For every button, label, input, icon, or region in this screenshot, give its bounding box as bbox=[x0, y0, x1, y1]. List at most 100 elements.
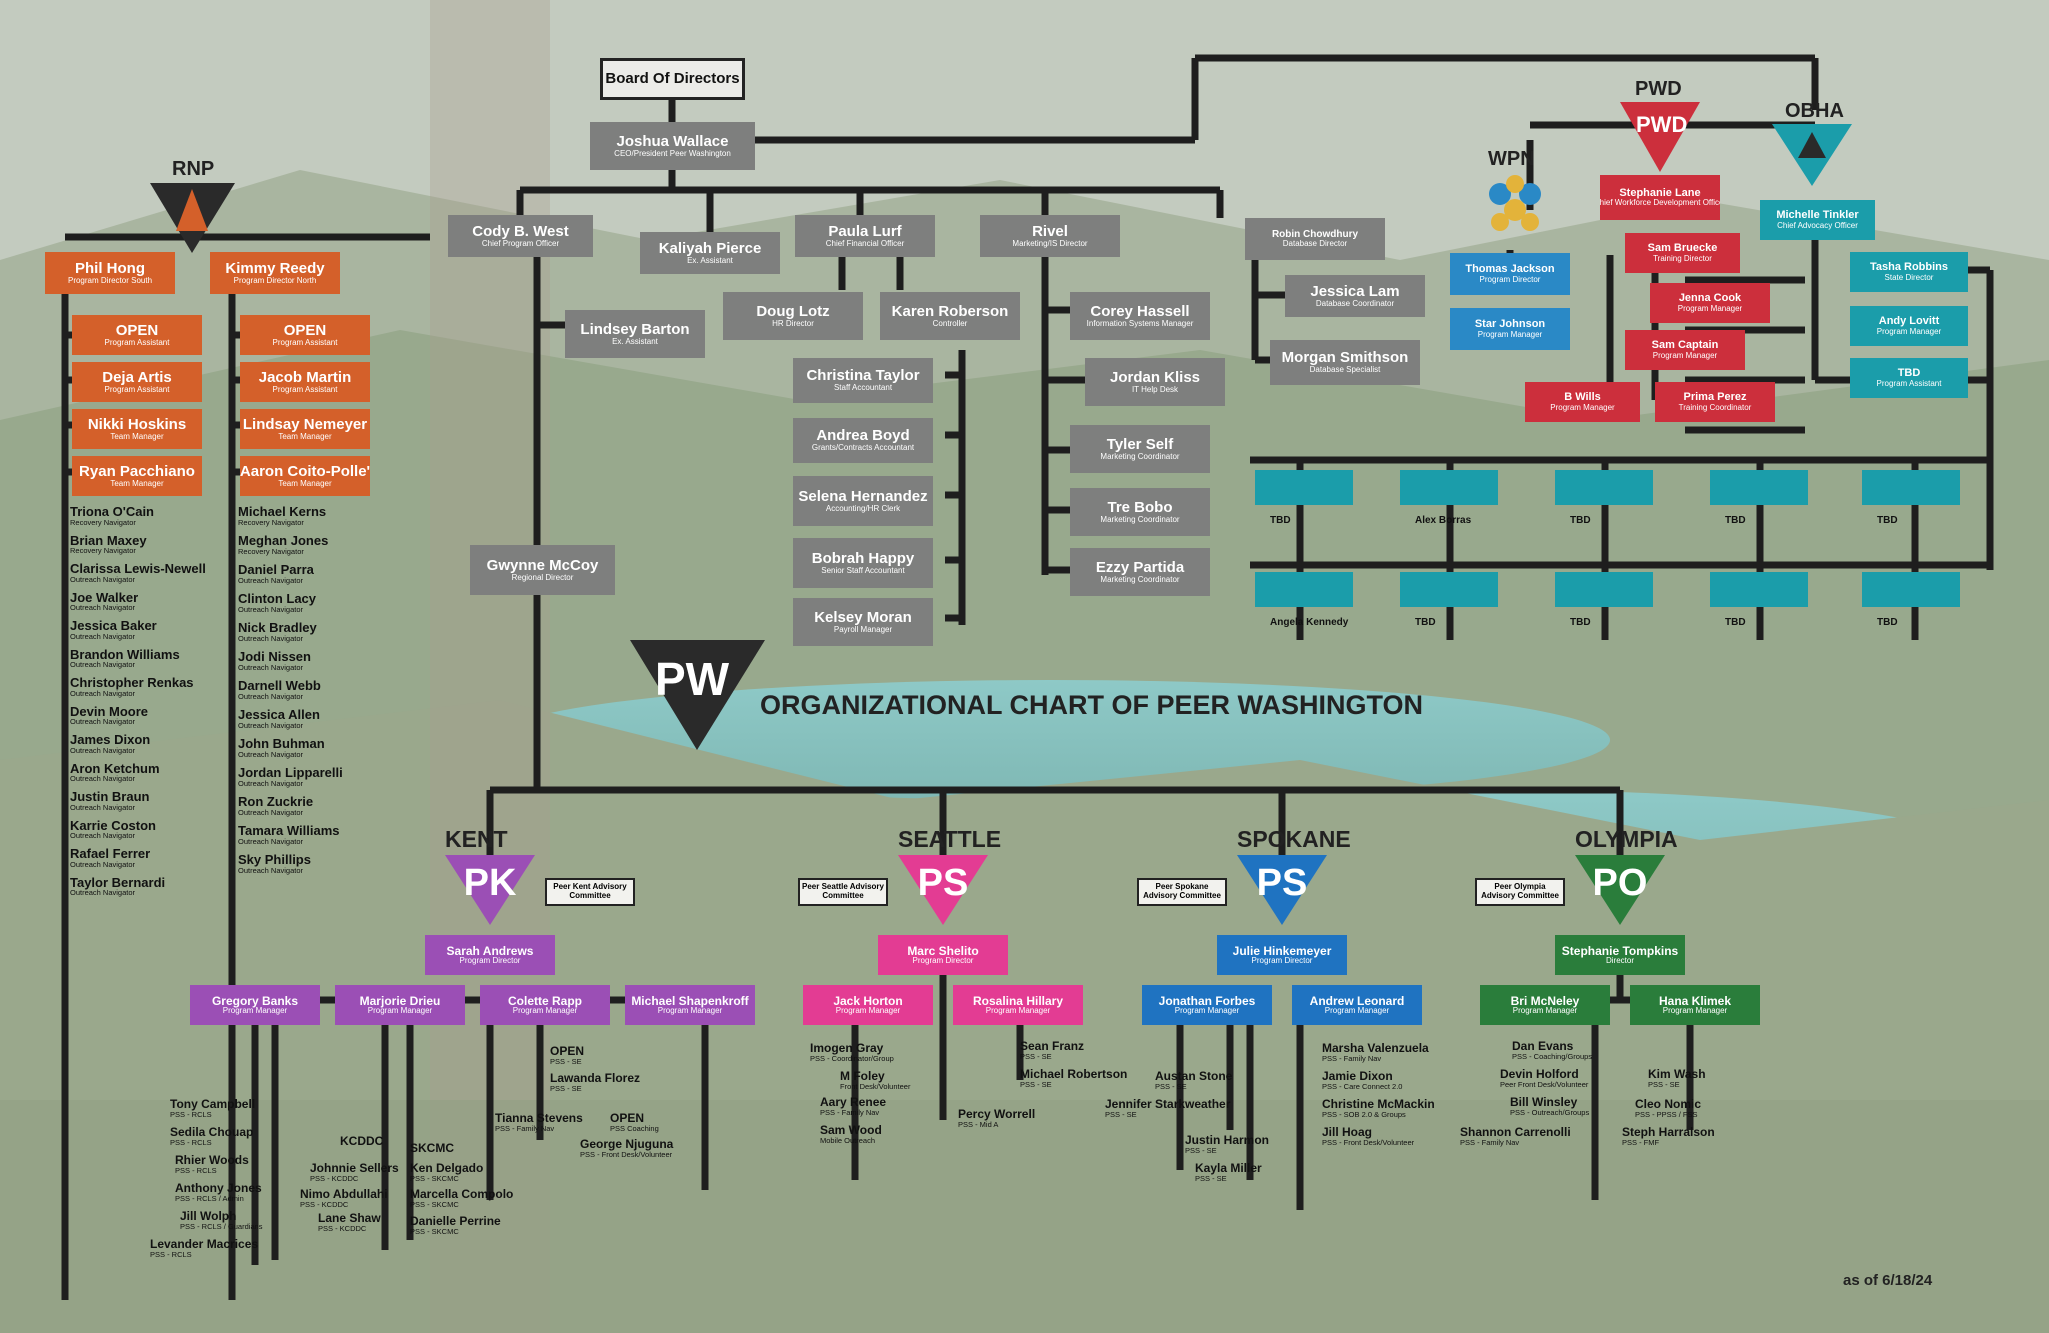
region-logo-icon-olympia bbox=[1575, 855, 1665, 925]
rnp-label: RNP bbox=[172, 158, 215, 180]
advocacy-box-r2-1 bbox=[1255, 572, 1353, 607]
advocacy-label-r2-3: TBD bbox=[1570, 617, 1591, 628]
region-logo-text-kent: PK bbox=[463, 862, 517, 904]
advocacy-label-r2-4: TBD bbox=[1725, 617, 1746, 628]
advocacy-label-r1-2: Alex Borras bbox=[1415, 515, 1472, 526]
advocacy-box-r1-1 bbox=[1255, 470, 1353, 505]
region-label-olympia: OLYMPIA bbox=[1575, 826, 1678, 852]
advisory-committee-seattle: Peer Seattle Advisory Committee bbox=[798, 878, 888, 906]
pw-logo-icon bbox=[630, 640, 765, 750]
region-label-seattle: SEATTLE bbox=[898, 826, 1002, 852]
region-logo-icon-seattle bbox=[898, 855, 988, 925]
advocacy-box-r2-3 bbox=[1555, 572, 1653, 607]
pwd-label: PWD bbox=[1635, 78, 1682, 100]
advocacy-label-r2-2: TBD bbox=[1415, 617, 1436, 628]
obha-label: OBHA bbox=[1785, 100, 1844, 122]
advocacy-label-r1-5: TBD bbox=[1877, 515, 1898, 526]
advocacy-label-r1-1: TBD bbox=[1270, 515, 1291, 526]
as-of-date: as of 6/18/24 bbox=[1843, 1272, 1933, 1289]
obha-logo-icon bbox=[1772, 124, 1852, 186]
advisory-committee-kent: Peer Kent Advisory Committee bbox=[545, 878, 635, 906]
advisory-committee-spokane: Peer Spokane Advisory Committee bbox=[1137, 878, 1227, 906]
advocacy-box-r1-4 bbox=[1710, 470, 1808, 505]
chart-title: ORGANIZATIONAL CHART OF PEER WASHINGTON bbox=[760, 690, 1424, 720]
advocacy-label-r1-4: TBD bbox=[1725, 515, 1746, 526]
region-label-kent: KENT bbox=[445, 826, 508, 852]
advocacy-box-r1-2 bbox=[1400, 470, 1498, 505]
region-logo-text-olympia: PO bbox=[1592, 862, 1648, 904]
staff-kent-7: KCDDC bbox=[340, 1134, 384, 1148]
advocacy-box-r1-3 bbox=[1555, 470, 1653, 505]
advocacy-label-r1-3: TBD bbox=[1570, 515, 1591, 526]
